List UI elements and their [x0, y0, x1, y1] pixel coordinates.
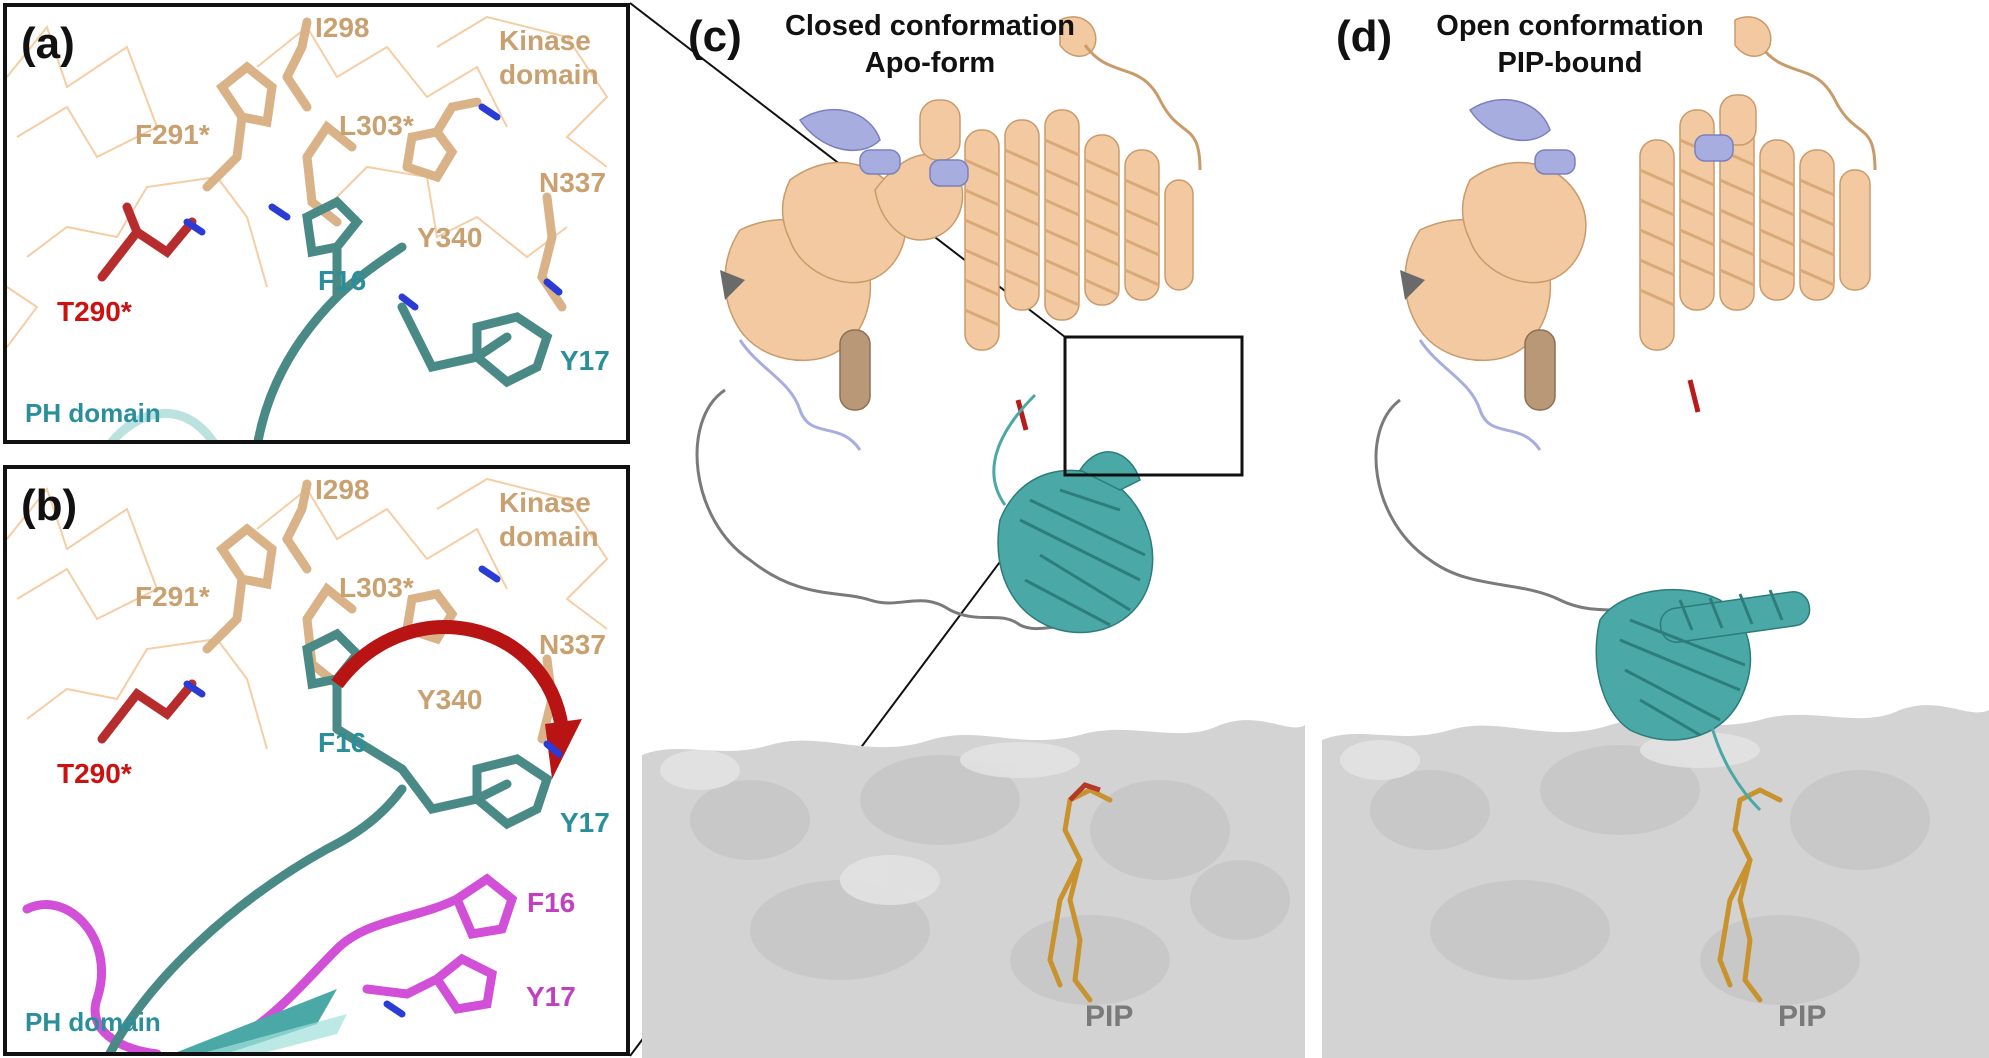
- label-i298: I298: [315, 474, 370, 505]
- panel-d-letter: (d): [1336, 12, 1393, 61]
- label-i298: I298: [315, 12, 370, 43]
- label-t290: T290*: [57, 296, 132, 327]
- label-y17-moved: Y17: [526, 981, 576, 1012]
- panel-c-letter: (c): [688, 12, 742, 61]
- label-y17: Y17: [560, 807, 610, 838]
- label-l303: L303*: [339, 572, 414, 603]
- panel-d-structure: [1322, 16, 1989, 1058]
- label-f16-moved: F16: [527, 887, 576, 918]
- panel-d-title-line1: Open conformation: [1436, 10, 1704, 42]
- panel-c-title-line1: Closed conformation: [784, 10, 1075, 42]
- panel-c-title-line2: Apo-form: [864, 47, 996, 79]
- panel-d: (d) Open conformation PIP-bound PIP: [1320, 0, 1989, 1058]
- panel-b-letter: (b): [21, 481, 78, 530]
- label-y340: Y340: [417, 222, 483, 253]
- label-l303: L303*: [339, 110, 414, 141]
- label-f16: F16: [318, 727, 367, 758]
- panel-a-structure: [7, 15, 609, 440]
- label-n337: N337: [539, 629, 606, 660]
- label-y17: Y17: [560, 345, 610, 376]
- label-y340: Y340: [417, 684, 483, 715]
- label-f291: F291*: [135, 119, 210, 150]
- panel-c: (c) Closed conformation Apo-form PIP: [640, 0, 1305, 1058]
- label-kinase-line2: domain: [499, 59, 599, 90]
- panel-b: (b) I298 Kinase domain F291* L303* N337 …: [3, 465, 630, 1056]
- label-kinase-line1: Kinase: [499, 487, 591, 518]
- panel-a-letter: (a): [21, 19, 75, 68]
- label-f16: F16: [318, 265, 367, 296]
- label-kinase-line2: domain: [499, 521, 599, 552]
- panel-b-structure: [7, 477, 609, 1052]
- panel-d-title-line2: PIP-bound: [1497, 47, 1643, 79]
- panel-c-structure: [642, 16, 1305, 1058]
- panel-c-pip-label: PIP: [1085, 1000, 1134, 1033]
- panel-a: (a) I298 Kinase domain F291* L303* N337 …: [3, 3, 630, 444]
- label-ph-domain: PH domain: [25, 1007, 161, 1037]
- label-t290: T290*: [57, 758, 132, 789]
- label-n337: N337: [539, 167, 606, 198]
- panel-d-pip-label: PIP: [1778, 1000, 1827, 1033]
- label-ph-domain: PH domain: [25, 398, 161, 428]
- label-kinase-line1: Kinase: [499, 25, 591, 56]
- label-f291: F291*: [135, 581, 210, 612]
